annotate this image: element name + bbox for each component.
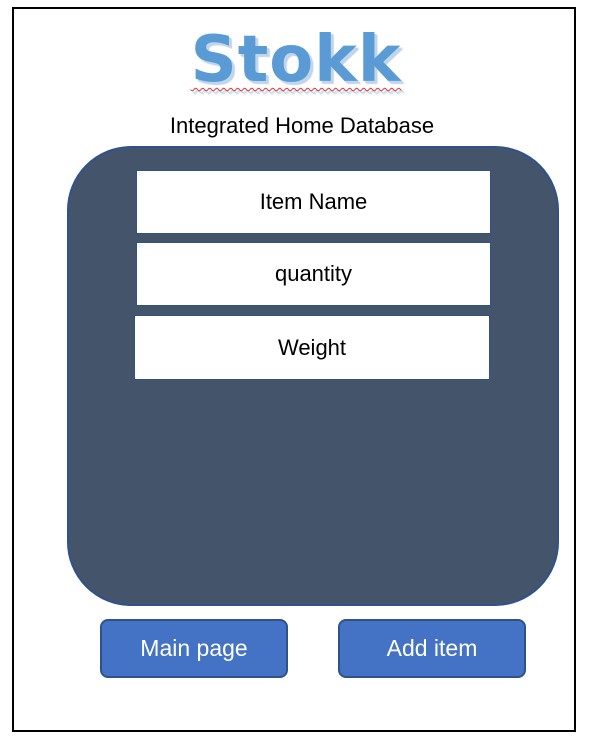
add-item-button-label: Add item [386,635,478,661]
quantity-field[interactable]: quantity [136,242,491,306]
quantity-label: quantity [274,261,353,286]
item-name-label: Item Name [259,189,368,214]
logo-text: Stokk [190,23,402,97]
app-logo: Stokk [0,22,592,98]
page-subtitle: Integrated Home Database [169,113,435,138]
item-name-field[interactable]: Item Name [136,170,491,234]
main-page-button[interactable]: Main page [100,619,288,678]
weight-label: Weight [277,334,347,360]
main-page-button-label: Main page [140,635,248,661]
weight-field[interactable]: Weight [134,315,490,380]
add-item-button[interactable]: Add item [338,619,526,678]
